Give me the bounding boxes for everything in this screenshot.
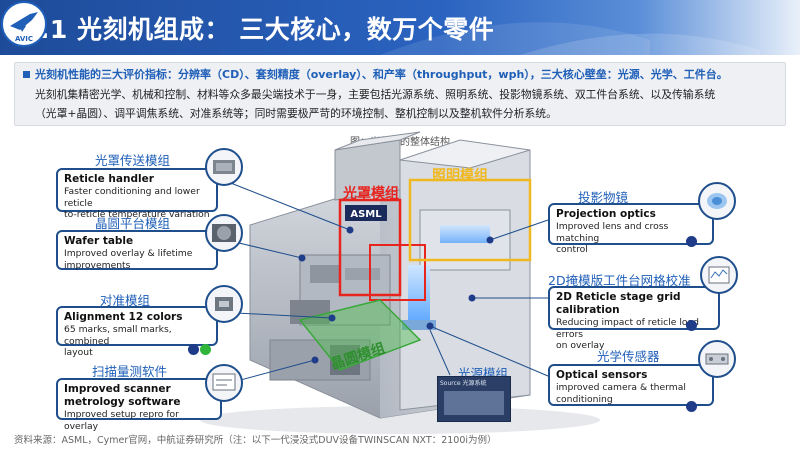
light-source-panel-image [444,391,504,415]
projection-optics-thumbnail [698,182,736,220]
alignment-callout: Alignment 12 colors 65 marks, small mark… [56,306,218,346]
alignment-dot-green-icon [200,344,211,355]
optical-sensors-cn-label: 光学传感器 [597,346,660,365]
projection-optics-text1: Improved lens and cross matching [556,221,706,244]
metrology-callout: Improved scanner metrology software Impr… [56,378,222,420]
projection-optics-text2: control [556,244,706,256]
metrology-text1: Improved setup repro for overlay [64,409,214,432]
alignment-dot-blue-icon [188,344,199,355]
grid-calibration-dot-icon [686,320,697,331]
light-source-panel: Source 光源系统 [437,376,511,422]
source-note: 资料来源：ASML，Cymer官网，中航证券研究所（注：以下一代浸没式DUV设备… [14,432,497,446]
wafer-table-text2: improvements [64,260,210,272]
projection-optics-dot-icon [686,236,697,247]
grid-calibration-thumbnail [700,256,738,294]
alignment-thumbnail [205,285,243,323]
wafer-table-text1: Improved overlay & lifetime [64,248,210,260]
light-source-panel-text: Source 光源系统 [438,377,510,388]
metrology-title-line2: metrology software [64,396,214,409]
reticle-handler-title: Reticle handler [64,173,210,186]
optical-sensors-dot-icon [686,401,697,412]
optical-sensors-title: Optical sensors [556,369,706,382]
metrology-thumbnail [205,364,243,402]
reticle-handler-cn-label: 光罩传送模组 [95,150,170,169]
optical-sensors-callout: Optical sensors improved camera & therma… [548,364,714,406]
reticle-handler-callout: Reticle handler Faster conditioning and … [56,168,218,212]
grid-calibration-title: 2D Reticle stage grid calibration [556,291,712,317]
projection-optics-title: Projection optics [556,208,706,221]
alignment-title: Alignment 12 colors [64,311,210,324]
wafer-table-callout: Wafer table Improved overlay & lifetime … [56,230,218,270]
optical-sensors-thumbnail [698,340,736,378]
reticle-handler-thumbnail [205,148,243,186]
illumination-module-label: 照明模组 [432,165,488,185]
reticle-handler-text1: Faster conditioning and lower reticle [64,186,210,209]
asml-brand: ASML [350,209,382,220]
metrology-title-line1: Improved scanner [64,383,214,396]
wafer-table-thumbnail [205,214,243,252]
alignment-text1: 65 marks, small marks, combined [64,324,210,347]
optical-sensors-text1: improved camera & thermal [556,382,706,394]
optical-sensors-text2: conditioning [556,394,706,406]
mask-module-label: 光罩模组 [343,183,399,203]
wafer-table-title: Wafer table [64,235,210,248]
